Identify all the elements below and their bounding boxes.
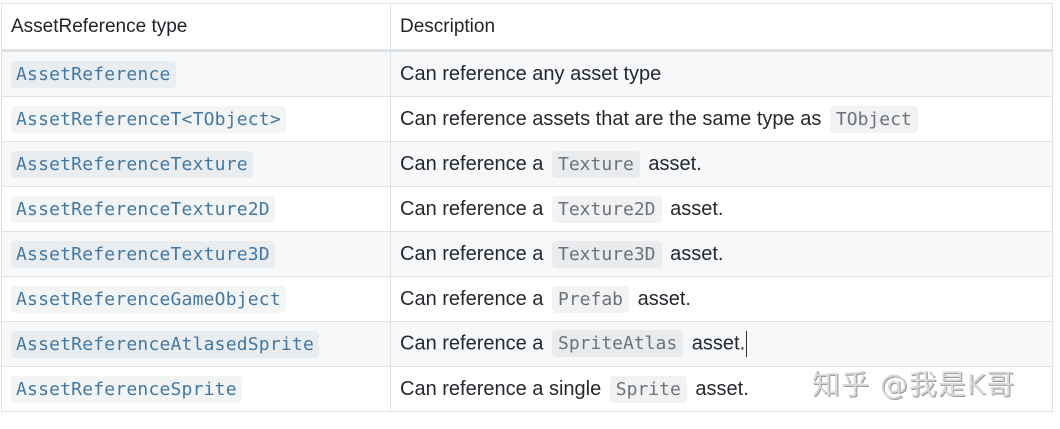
description-text: Can reference a bbox=[400, 242, 544, 265]
header-description: Description bbox=[390, 3, 1053, 52]
description-cell: Can reference a single Sprite asset. bbox=[390, 366, 1053, 412]
description-text: asset. bbox=[695, 377, 749, 400]
inline-code: Prefab bbox=[551, 285, 630, 313]
table-header-row: AssetReference type Description bbox=[1, 3, 1053, 52]
table-row: AssetReferenceTexture Can reference a Te… bbox=[1, 141, 1053, 187]
description-text: Can reference a bbox=[400, 197, 544, 220]
asset-reference-table: AssetReference type Description AssetRef… bbox=[1, 3, 1053, 412]
description-cell: Can reference a Prefab asset. bbox=[390, 276, 1053, 322]
description-text: asset. bbox=[670, 197, 724, 220]
inline-code: Sprite bbox=[609, 375, 687, 403]
header-type: AssetReference type bbox=[1, 3, 391, 52]
table-row: AssetReferenceAtlasedSprite Can referenc… bbox=[1, 321, 1053, 367]
type-link[interactable]: AssetReferenceTexture3D bbox=[11, 240, 275, 268]
type-link[interactable]: AssetReferenceGameObject bbox=[11, 285, 286, 313]
type-link[interactable]: AssetReference bbox=[11, 60, 176, 88]
type-link[interactable]: AssetReferenceSprite bbox=[11, 375, 242, 403]
type-link[interactable]: AssetReferenceTexture bbox=[11, 150, 253, 178]
description-cell: Can reference a Texture3D asset. bbox=[390, 231, 1053, 277]
inline-code: Texture3D bbox=[551, 240, 662, 268]
description-cell: Can reference any asset type bbox=[390, 50, 1053, 97]
description-cell: Can reference a Texture asset. bbox=[390, 141, 1053, 187]
type-link[interactable]: AssetReferenceT<TObject> bbox=[11, 105, 286, 133]
description-cell: Can reference assets that are the same t… bbox=[390, 96, 1053, 142]
description-text: Can reference a bbox=[400, 332, 544, 355]
description-text: Can reference assets that are the same t… bbox=[400, 107, 822, 130]
description-text: Can reference a bbox=[400, 152, 544, 175]
text-cursor bbox=[746, 331, 748, 357]
inline-code: Texture2D bbox=[551, 195, 662, 223]
table-row: AssetReferenceTexture2D Can reference a … bbox=[1, 186, 1053, 232]
description-text: asset. bbox=[670, 242, 724, 265]
table-row: AssetReferenceTexture3D Can reference a … bbox=[1, 231, 1053, 277]
description-cell: Can reference a SpriteAtlas asset. bbox=[390, 321, 1053, 367]
description-text: asset. bbox=[648, 152, 702, 175]
description-text: asset. bbox=[637, 287, 691, 310]
description-cell: Can reference a Texture2D asset. bbox=[390, 186, 1053, 232]
type-link[interactable]: AssetReferenceAtlasedSprite bbox=[11, 330, 319, 358]
description-text: Can reference a bbox=[400, 287, 544, 310]
table-row: AssetReferenceT<TObject> Can reference a… bbox=[1, 96, 1053, 142]
table-row: AssetReferenceSprite Can reference a sin… bbox=[1, 366, 1053, 412]
description-text: Can reference any asset type bbox=[400, 62, 662, 85]
inline-code: TObject bbox=[829, 105, 918, 133]
type-link[interactable]: AssetReferenceTexture2D bbox=[11, 195, 275, 223]
table-row: AssetReference Can reference any asset t… bbox=[1, 50, 1053, 97]
table-row: AssetReferenceGameObject Can reference a… bbox=[1, 276, 1053, 322]
description-text: Can reference a single bbox=[400, 377, 602, 400]
description-text: asset. bbox=[691, 332, 746, 355]
inline-code: SpriteAtlas bbox=[551, 330, 684, 358]
inline-code: Texture bbox=[551, 150, 640, 178]
